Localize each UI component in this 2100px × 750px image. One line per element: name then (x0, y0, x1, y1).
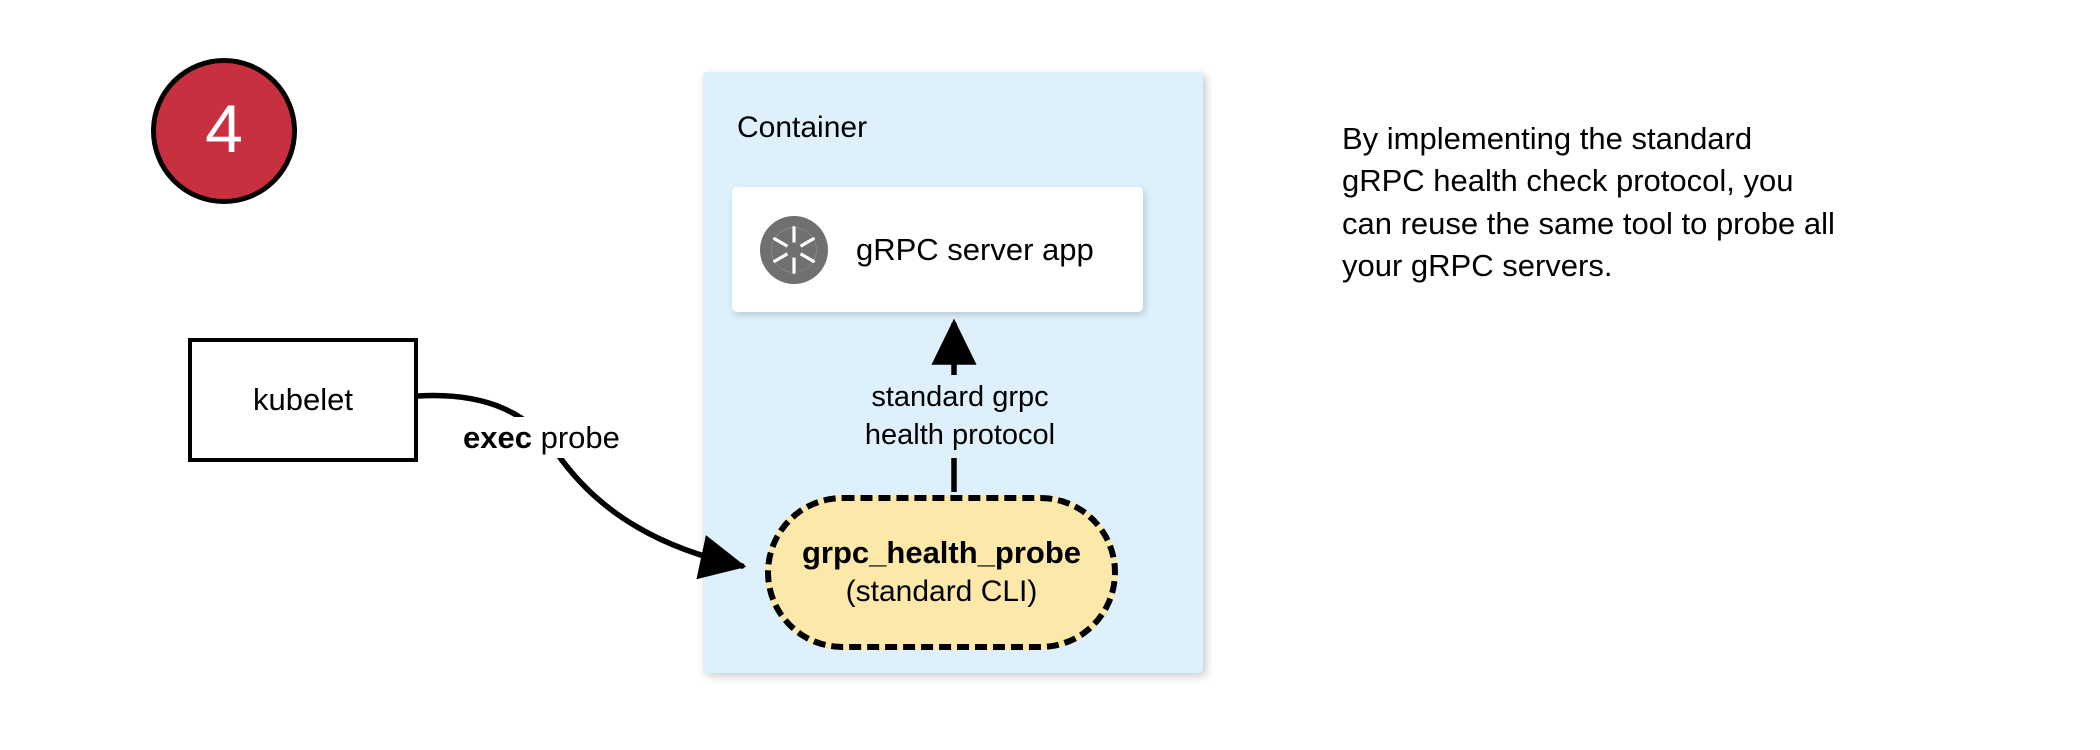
exec-probe-edge-label: exec probe (459, 417, 624, 459)
caption-line-4: your gRPC servers. (1342, 248, 1613, 284)
grpc-health-probe-node: grpc_health_probe (standard CLI) (765, 495, 1118, 650)
caption-line-1: By implementing the standard (1342, 121, 1753, 156)
caption-text: By implementing the standard gRPC health… (1342, 118, 1942, 288)
step-number-text: 4 (205, 91, 243, 167)
kubelet-node: kubelet (188, 338, 418, 462)
container-title: Container (737, 111, 868, 144)
health-protocol-line-1: standard grpc (871, 381, 1049, 413)
health-protocol-edge-label: standard grpc health protocol (845, 375, 1075, 458)
exec-probe-keyword: exec (463, 420, 532, 455)
caption-line-2: gRPC health check protocol, you (1342, 163, 1794, 199)
grpc-health-probe-name: grpc_health_probe (801, 535, 1082, 571)
exec-probe-suffix: probe (531, 420, 620, 455)
grpc-server-app-label: gRPC server app (856, 231, 1094, 267)
grpc-server-app-node: gRPC server app (732, 187, 1143, 312)
grpc-aperture-icon (758, 214, 830, 286)
step-number-badge: 4 (151, 58, 297, 204)
kubelet-label: kubelet (253, 382, 353, 418)
health-protocol-line-2: health protocol (864, 419, 1056, 452)
caption-line-3: can reuse the same tool to probe all (1342, 205, 1835, 241)
grpc-health-probe-subtitle: (standard CLI) (845, 575, 1038, 609)
